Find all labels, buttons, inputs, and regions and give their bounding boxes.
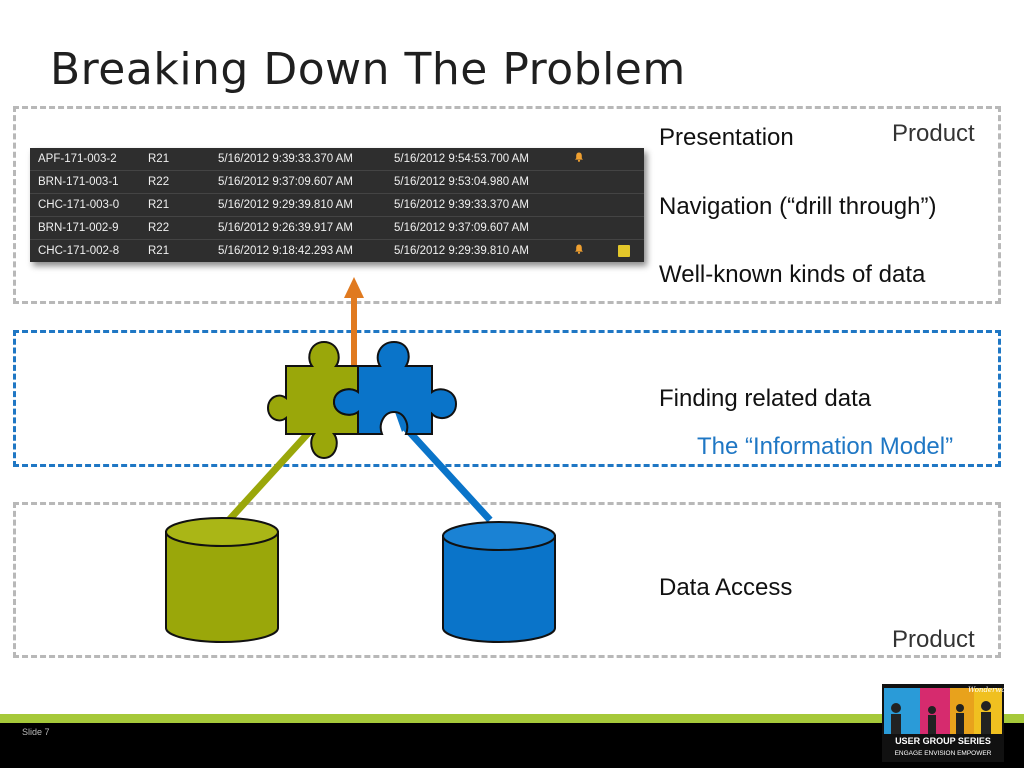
data-access-label: Data Access — [659, 574, 793, 601]
row-start: 5/16/2012 9:18:42.293 AM — [218, 245, 353, 257]
product-label-top: Product — [892, 120, 975, 147]
row-rev: R22 — [148, 176, 170, 188]
row-start: 5/16/2012 9:29:39.810 AM — [218, 199, 353, 211]
table-row[interactable]: CHC-171-002-8 R21 5/16/2012 9:18:42.293 … — [30, 240, 644, 262]
user-group-logo: Wonderware USER GROUP SERIES ENGAGE ENVI… — [882, 684, 1013, 762]
row-end: 5/16/2012 9:39:33.370 AM — [394, 199, 529, 211]
orange-arrow — [344, 277, 364, 372]
row-start: 5/16/2012 9:37:09.607 AM — [218, 176, 353, 188]
row-end: 5/16/2012 9:29:39.810 AM — [394, 245, 529, 257]
row-rev: R21 — [148, 153, 170, 165]
puzzle-piece-blue — [332, 340, 458, 435]
data-access-zone — [13, 502, 1001, 658]
data-grid: APF-171-003-2 R21 5/16/2012 9:39:33.370 … — [30, 148, 644, 262]
presentation-zone — [13, 106, 1001, 304]
table-row[interactable]: CHC-171-003-0 R21 5/16/2012 9:29:39.810 … — [30, 194, 644, 217]
row-end: 5/16/2012 9:54:53.700 AM — [394, 153, 529, 165]
logo-tagline: ENGAGE ENVISION EMPOWER — [894, 750, 992, 757]
product-label-bottom: Product — [892, 626, 975, 653]
table-row[interactable]: APF-171-003-2 R21 5/16/2012 9:39:33.370 … — [30, 148, 644, 171]
footer-bar — [0, 723, 1024, 768]
row-end: 5/16/2012 9:53:04.980 AM — [394, 176, 529, 188]
row-rev: R22 — [148, 222, 170, 234]
database-cylinder-blue — [442, 521, 556, 643]
row-id: CHC-171-002-8 — [38, 245, 120, 257]
row-id: CHC-171-003-0 — [38, 199, 120, 211]
slide-number: Slide 7 — [22, 727, 50, 737]
row-id: BRN-171-002-9 — [38, 222, 119, 234]
row-start: 5/16/2012 9:39:33.370 AM — [218, 153, 353, 165]
finding-related-label: Finding related data — [659, 385, 872, 412]
row-rev: R21 — [148, 199, 170, 211]
logo-title: USER GROUP SERIES — [895, 736, 991, 746]
table-row[interactable]: BRN-171-002-9 R22 5/16/2012 9:26:39.917 … — [30, 217, 644, 240]
wellknown-label: Well-known kinds of data — [659, 261, 926, 288]
footer-accent-bar — [0, 714, 1024, 723]
row-id: APF-171-003-2 — [38, 153, 117, 165]
logo-artwork — [884, 688, 1002, 734]
sticky-note-icon — [618, 245, 630, 257]
bell-icon — [575, 244, 583, 254]
table-row[interactable]: BRN-171-003-1 R22 5/16/2012 9:37:09.607 … — [30, 171, 644, 194]
row-rev: R21 — [148, 245, 170, 257]
row-end: 5/16/2012 9:37:09.607 AM — [394, 222, 529, 234]
slide-title: Breaking Down The Problem — [50, 44, 686, 95]
row-start: 5/16/2012 9:26:39.917 AM — [218, 222, 353, 234]
navigation-label: Navigation (“drill through”) — [659, 193, 937, 220]
logo-brand: Wonderware — [968, 686, 1014, 694]
presentation-label: Presentation — [659, 124, 794, 151]
row-id: BRN-171-003-1 — [38, 176, 119, 188]
information-model-label: The “Information Model” — [697, 433, 954, 460]
information-model-zone — [13, 330, 1001, 467]
bell-icon — [575, 152, 583, 162]
database-cylinder-olive — [165, 517, 279, 643]
